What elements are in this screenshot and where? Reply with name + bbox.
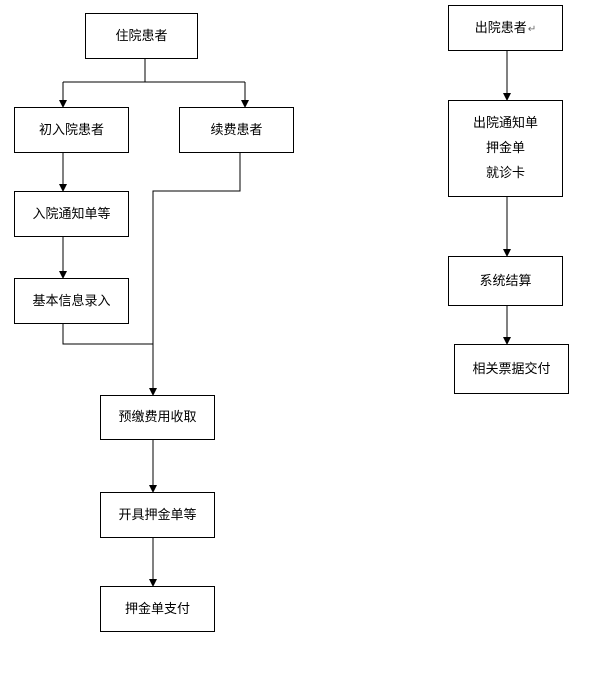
- node-receipt-delivery: 相关票据交付: [454, 344, 569, 394]
- node-discharged-patient-text: 出院患者↵: [475, 22, 536, 35]
- node-continuing-payment-label: 续费患者: [210, 122, 263, 138]
- node-prepayment-collection-label: 预缴费用收取: [118, 410, 197, 425]
- paragraph-mark: ↵: [527, 23, 537, 35]
- node-receipt-delivery-label: 相关票据交付: [472, 361, 551, 377]
- node-discharge-docs-line-1: 出院通知单: [472, 116, 538, 131]
- node-issue-deposit-slip: 开具押金单等: [100, 492, 215, 538]
- node-inpatient-label: 住院患者: [115, 28, 168, 44]
- node-admission-notice: 入院通知单等: [14, 191, 129, 237]
- node-discharge-docs-line-3: 就诊卡: [485, 166, 525, 181]
- node-discharged-patient-label: 出院患者: [474, 20, 527, 36]
- connector-continuing-to-merge: [152, 152, 241, 344]
- node-issue-deposit-slip-label: 开具押金单等: [118, 507, 197, 523]
- node-continuing-payment: 续费患者: [179, 107, 294, 153]
- node-new-admission-label: 初入院患者: [38, 122, 104, 138]
- node-discharged-patient: 出院患者↵: [448, 5, 563, 51]
- node-discharge-docs: 出院通知单 押金单 就诊卡: [448, 100, 563, 197]
- node-deposit-payment-label: 押金单支付: [124, 601, 190, 617]
- node-system-settlement-label: 系统结算: [479, 273, 532, 289]
- node-discharge-docs-line-2: 押金单: [485, 141, 525, 156]
- node-basic-info-entry: 基本信息录入: [14, 278, 129, 324]
- connector-info-to-merge: [62, 324, 153, 345]
- node-deposit-payment: 押金单支付: [100, 586, 215, 632]
- node-new-admission: 初入院患者: [14, 107, 129, 153]
- node-basic-info-entry-label: 基本信息录入: [32, 293, 111, 309]
- node-admission-notice-label: 入院通知单等: [32, 206, 111, 222]
- node-prepayment-collection: 预缴费用收取: [100, 395, 215, 440]
- node-system-settlement: 系统结算: [448, 256, 563, 306]
- node-inpatient: 住院患者: [85, 13, 198, 59]
